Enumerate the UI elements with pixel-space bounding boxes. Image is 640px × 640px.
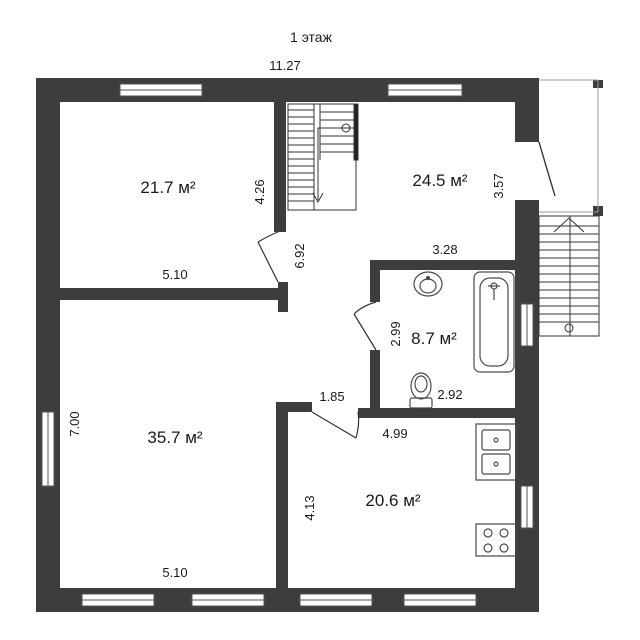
room-area-top-left: 21.7 м² [140, 178, 195, 197]
wall-bathroom-left-lower [370, 350, 380, 412]
interior-stair [287, 103, 359, 211]
floor-title: 1 этаж [290, 29, 333, 45]
door-kitchen-leaf [311, 411, 357, 439]
door-bathroom-arc [353, 301, 377, 315]
wall-bathroom-left-upper [370, 260, 380, 302]
door-top-left-leaf [257, 241, 279, 283]
dim-bathroom-width: 3.28 [432, 242, 457, 257]
dim-door-width: 1.85 [319, 389, 344, 404]
stair-treads-right [320, 111, 354, 153]
room-area-bottom-right: 20.6 м² [365, 491, 420, 510]
dim-bathroom-bottom: 2.92 [437, 387, 462, 402]
wall-top-left-right [274, 102, 286, 232]
window-sashes [47, 89, 528, 601]
wall-bottom-divider [276, 402, 288, 612]
door-entrance-arc [538, 141, 556, 197]
door-kitchen-arc [355, 411, 360, 439]
wall-left-outer [36, 78, 60, 612]
door-top-left-arc [257, 231, 279, 243]
dim-top-left-height: 4.26 [252, 179, 267, 204]
stove [475, 523, 517, 557]
room-area-bottom-left: 35.7 м² [147, 428, 202, 447]
toilet [409, 372, 433, 409]
dim-bottom-right-width: 4.99 [382, 426, 407, 441]
dim-total-width: 11.27 [269, 58, 301, 73]
dim-bottom-right-height: 4.13 [302, 495, 317, 520]
dim-bathroom-height: 2.99 [388, 321, 403, 346]
wall-top-outer [36, 78, 539, 102]
entrance-stair-treads [539, 225, 599, 323]
dim-top-left-width: 5.10 [162, 267, 187, 282]
stair-treads-left [288, 109, 314, 202]
entrance-porch [539, 79, 599, 213]
dim-bottom-left-width: 5.10 [162, 565, 187, 580]
dim-corridor-length: 6.92 [292, 243, 307, 268]
wall-bathroom-top [370, 260, 520, 270]
room-area-bathroom: 8.7 м² [411, 329, 457, 348]
wall-bottom-right-top-a [276, 402, 312, 412]
room-area-top-right: 24.5 м² [412, 171, 467, 190]
bathroom-fixtures [409, 271, 515, 409]
kitchen-fixtures [475, 423, 517, 557]
kitchen-sink [475, 423, 517, 481]
sink [413, 271, 443, 297]
bathtub [473, 271, 515, 373]
wall-bottom-right-top-b [358, 408, 520, 418]
entrance-stair [538, 215, 600, 337]
doors [257, 141, 556, 439]
wall-top-left-bottom [60, 288, 288, 300]
walls [36, 78, 603, 612]
dim-bottom-left-height: 7.00 [67, 411, 82, 436]
wall-right-upper [515, 78, 539, 142]
dim-top-right-height: 3.57 [491, 173, 506, 198]
door-bathroom-leaf [353, 313, 377, 351]
